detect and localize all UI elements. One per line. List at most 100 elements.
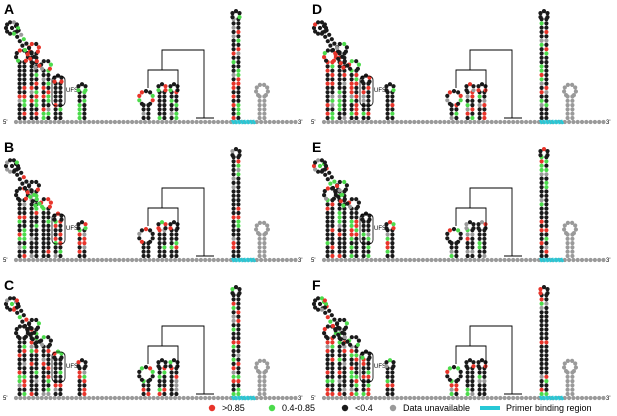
nucleotide xyxy=(342,94,347,99)
nucleotide xyxy=(545,11,550,16)
nucleotide xyxy=(141,107,146,112)
nucleotide xyxy=(377,395,382,401)
nucleotide xyxy=(330,77,335,82)
nucleotide xyxy=(168,360,173,365)
nucleotide xyxy=(384,84,389,89)
nucleotide xyxy=(262,107,267,112)
nucleotide xyxy=(342,317,347,323)
ufs-box xyxy=(51,75,66,107)
nucleotide xyxy=(267,257,272,263)
nucleotide xyxy=(231,215,236,220)
nucleotide xyxy=(157,98,162,103)
nucleotide xyxy=(99,395,105,401)
nucleotide xyxy=(420,119,425,125)
nucleotide xyxy=(349,379,354,384)
nucleotide xyxy=(37,339,42,344)
nucleotide xyxy=(46,115,51,121)
nucleotide xyxy=(445,369,450,374)
nucleotide xyxy=(48,119,53,125)
nucleotide xyxy=(18,119,23,125)
nucleotide xyxy=(46,72,51,78)
nucleotide xyxy=(137,98,142,103)
nucleotide xyxy=(61,395,66,401)
nucleotide xyxy=(336,332,341,337)
nucleotide xyxy=(332,179,337,184)
nucleotide xyxy=(366,370,371,375)
nucleotide xyxy=(340,54,345,59)
nucleotide xyxy=(366,85,371,90)
nucleotide xyxy=(539,198,544,203)
nucleotide xyxy=(385,98,390,103)
nucleotide xyxy=(465,379,470,384)
primer-binding-segment xyxy=(248,395,254,401)
nucleotide xyxy=(169,245,174,250)
nucleotide xyxy=(342,219,347,224)
nucleotide xyxy=(449,107,454,112)
nucleotide xyxy=(175,222,180,227)
nucleotide xyxy=(344,183,349,188)
nucleotide xyxy=(32,54,37,59)
nucleotide xyxy=(438,257,443,263)
primer-binding-segment xyxy=(248,119,254,125)
nucleotide xyxy=(342,115,347,121)
nucleotide xyxy=(384,88,389,93)
nucleotide xyxy=(230,153,235,158)
nucleotide xyxy=(44,257,49,263)
nucleotide xyxy=(22,323,28,329)
nucleotide xyxy=(47,204,53,209)
nucleotide xyxy=(456,377,461,382)
nucleotide xyxy=(174,94,179,99)
nucleotide xyxy=(545,291,550,296)
nucleotide xyxy=(53,223,58,228)
nucleotide xyxy=(544,223,549,228)
nucleotide xyxy=(53,387,58,392)
pseudoknot-bracket xyxy=(455,207,487,230)
nucleotide xyxy=(322,51,327,56)
nucleotide xyxy=(11,296,16,301)
nucleotide xyxy=(330,90,335,95)
nucleotide xyxy=(325,215,330,220)
nucleotide xyxy=(257,379,262,384)
nucleotide xyxy=(539,176,544,181)
nucleotide xyxy=(349,253,354,259)
nucleotide xyxy=(506,257,511,263)
nucleotide xyxy=(325,64,330,69)
nucleotide xyxy=(289,257,294,263)
nucleotide xyxy=(137,374,142,379)
nucleotide xyxy=(236,344,241,349)
nucleotide xyxy=(337,253,342,259)
nucleotide xyxy=(344,321,349,326)
nucleotide xyxy=(46,241,51,246)
nucleotide xyxy=(539,336,544,341)
nucleotide xyxy=(592,395,598,401)
nucleotide xyxy=(29,317,34,323)
nucleotide xyxy=(539,38,544,43)
nucleotide xyxy=(262,249,267,254)
nucleotide xyxy=(29,383,34,388)
nucleotide xyxy=(361,228,366,233)
nucleotide xyxy=(343,395,348,401)
nucleotide xyxy=(58,253,63,259)
nucleotide xyxy=(544,98,549,103)
nucleotide xyxy=(14,22,19,27)
nucleotide xyxy=(337,215,342,220)
nucleotide xyxy=(544,366,549,371)
nucleotide xyxy=(257,220,262,225)
nucleotide xyxy=(482,245,487,250)
nucleotide xyxy=(112,395,117,401)
nucleotide xyxy=(65,257,70,263)
primer-binding-segment xyxy=(550,257,556,263)
nucleotide xyxy=(483,84,488,89)
nucleotide xyxy=(256,231,261,236)
nucleotide xyxy=(366,241,371,246)
nucleotide xyxy=(579,257,585,263)
nucleotide xyxy=(231,189,236,194)
nucleotide xyxy=(35,119,40,125)
nucleotide xyxy=(236,72,241,78)
nucleotide xyxy=(169,103,174,108)
nucleotide xyxy=(162,253,167,259)
nucleotide xyxy=(338,199,343,204)
nucleotide xyxy=(34,59,39,64)
nucleotide xyxy=(330,185,336,191)
nucleotide xyxy=(565,253,570,259)
